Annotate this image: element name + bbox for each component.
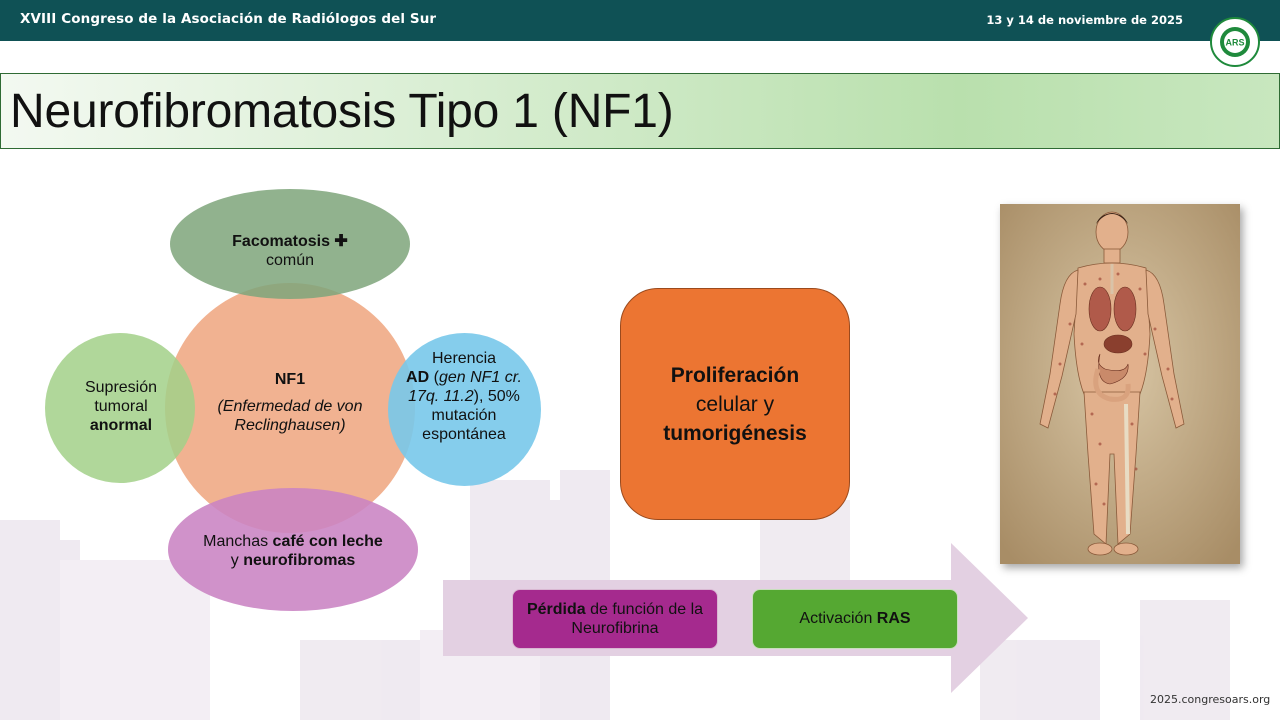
neurofibromin-loss-box: Pérdida de función de la Neurofibrina	[512, 589, 718, 649]
title-band: Neurofibromatosis Tipo 1 (NF1)	[0, 73, 1280, 149]
anatomical-figure-illustration	[1000, 204, 1240, 564]
proliferation-box: Proliferación celular y tumorigénesis	[620, 288, 850, 520]
step1-bold: Pérdida	[526, 601, 586, 618]
result-normal: celular y	[695, 392, 775, 416]
step2-normal: Activación	[799, 610, 873, 627]
ras-activation-box: Activación RAS	[752, 589, 958, 649]
process-arrow	[443, 543, 1028, 693]
cafe-au-lait-circle	[168, 488, 418, 611]
ars-logo: ARS	[1210, 17, 1260, 67]
result-bold2: tumorigénesis	[663, 421, 807, 445]
inheritance-circle	[388, 333, 541, 486]
logo-text: ARS	[1225, 38, 1244, 48]
conference-date: 13 y 14 de noviembre de 2025	[986, 13, 1183, 27]
tumor-suppression-circle	[45, 333, 195, 483]
slide-title: Neurofibromatosis Tipo 1 (NF1)	[10, 85, 674, 138]
step2-bold: RAS	[876, 610, 911, 627]
conference-title: XVIII Congreso de la Asociación de Radió…	[20, 11, 437, 27]
phakomatosis-circle	[170, 189, 410, 299]
header-bar: XVIII Congreso de la Asociación de Radió…	[0, 0, 1280, 41]
step1-normal: de función de la Neurofibrina	[571, 601, 704, 637]
result-bold1: Proliferación	[670, 363, 800, 387]
footer-website: 2025.congresoars.org	[1150, 693, 1271, 706]
